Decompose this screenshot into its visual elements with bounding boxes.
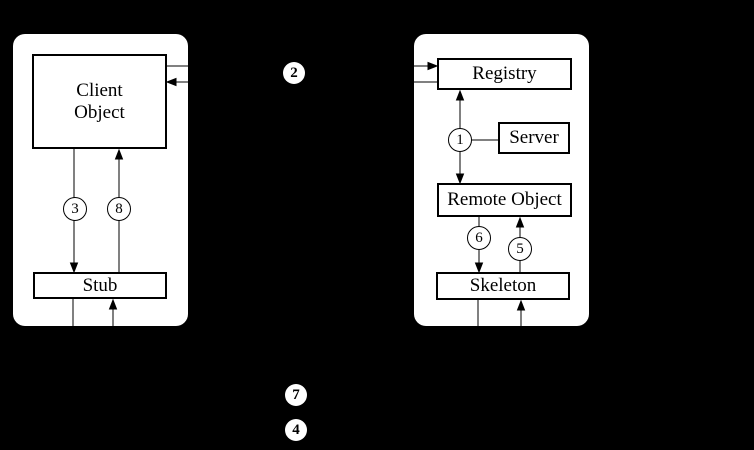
arrowhead-up — [516, 299, 526, 311]
client-machine-panel: Client Object Stub 3 8 — [13, 34, 188, 326]
arrowhead-down — [474, 262, 484, 274]
remote-object-box: Remote Object — [437, 183, 572, 217]
arrowhead-up — [108, 298, 118, 310]
step-circle-5: 5 — [508, 237, 532, 261]
step-circle-8: 8 — [107, 197, 131, 221]
step-circle-4: 4 — [285, 419, 307, 441]
client-object-box: Client Object — [32, 54, 167, 149]
step-circle-2: 2 — [283, 62, 305, 84]
step-circle-1: 1 — [448, 128, 472, 152]
step-circle-7: 7 — [285, 384, 307, 406]
server-box: Server — [498, 122, 570, 154]
server-machine-panel: Registry Server Remote Object Skeleton 1… — [414, 34, 589, 326]
stub-box: Stub — [33, 272, 167, 299]
registry-box: Registry — [437, 58, 572, 90]
arrowhead-up — [455, 89, 465, 101]
arrowhead-right — [427, 61, 439, 71]
client-panel-connectors — [69, 65, 188, 326]
step-circle-6: 6 — [467, 226, 491, 250]
arrowhead-up — [114, 148, 124, 160]
arrowhead-left — [165, 77, 177, 87]
step-circle-3: 3 — [63, 197, 87, 221]
arrowhead-up — [515, 216, 525, 228]
arrowhead-down — [69, 262, 79, 274]
skeleton-box: Skeleton — [436, 272, 570, 300]
arrowhead-down — [455, 173, 465, 185]
